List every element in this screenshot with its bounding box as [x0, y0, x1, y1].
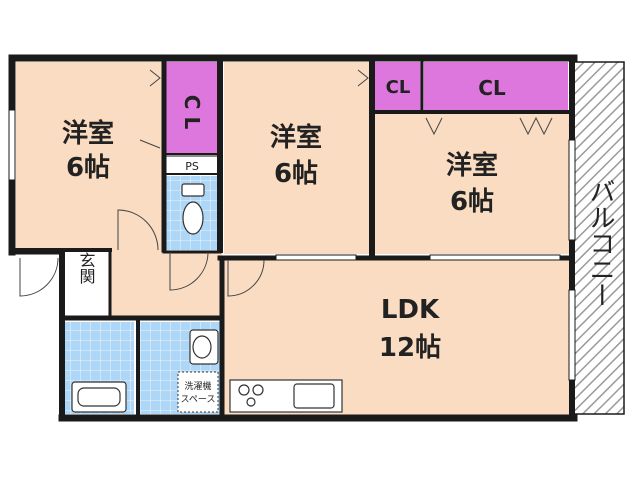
- balcony: [573, 61, 625, 415]
- bedroom-3-size: 6帖: [450, 187, 494, 217]
- bedroom-1-name: 洋室: [62, 118, 114, 149]
- bedroom-3-name: 洋室: [446, 150, 498, 181]
- bathtub-fixture: [71, 381, 127, 413]
- ldk-size: 12帖: [379, 333, 441, 363]
- laundry-label-1: 洗濯機: [184, 380, 211, 392]
- toilet-fixture: [181, 183, 205, 235]
- bedroom-3-floor: [372, 112, 570, 254]
- closet-3: [424, 62, 568, 110]
- closet-1: [166, 62, 218, 154]
- laundry-label-2: スペース: [181, 395, 216, 405]
- balcony-label: バルコニー: [585, 178, 615, 308]
- kitchen-counter: [229, 379, 343, 413]
- bedroom-2-size: 6帖: [274, 159, 318, 189]
- entrance-label: 玄関: [77, 252, 96, 285]
- bedroom-1-size: 6帖: [66, 153, 110, 183]
- closet-2: [374, 62, 422, 110]
- ps-label: PS: [185, 160, 199, 173]
- bedroom-2-floor: [224, 62, 372, 254]
- entrance-floor: [62, 252, 108, 314]
- bedroom-1-floor: [16, 62, 164, 248]
- washbasin-fixture: [189, 329, 219, 365]
- windows: [8, 109, 576, 381]
- bedroom-2-name: 洋室: [270, 122, 322, 153]
- closet-3-label: CL: [478, 76, 506, 100]
- closet-2-label: CL: [386, 77, 411, 98]
- ldk-name: LDK: [381, 295, 440, 325]
- door-swings: [19, 69, 553, 297]
- closet-1-label: C L: [180, 95, 204, 130]
- laundry-space: [177, 371, 219, 413]
